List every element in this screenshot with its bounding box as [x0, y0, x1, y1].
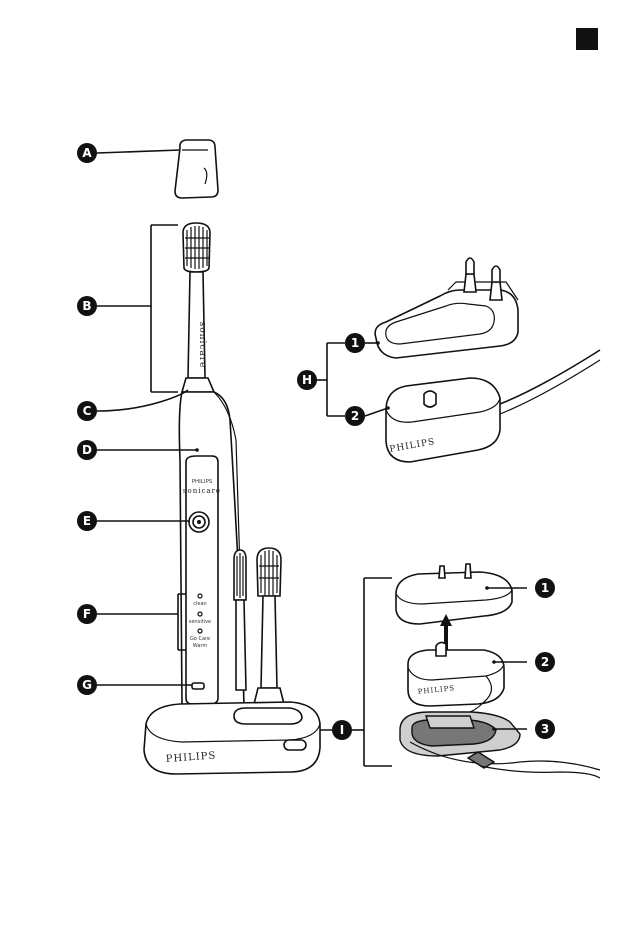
protective-cap [175, 140, 218, 198]
mode-care: Go Care [190, 636, 210, 642]
svg-text:2: 2 [541, 655, 549, 669]
corner-mark [576, 28, 598, 50]
callout-I-2: 2 [535, 652, 555, 672]
brush-head: sonicare [182, 223, 214, 392]
mode-clean: clean [193, 601, 206, 607]
callout-A: A [77, 143, 97, 163]
callout-I-3: 3 [535, 719, 555, 739]
svg-text:I: I [340, 723, 344, 737]
callout-I-1: 1 [535, 578, 555, 598]
charger-h: PHILIPS [386, 350, 600, 462]
svg-text:C: C [83, 404, 92, 418]
charger-unit: PHILIPS [408, 642, 504, 712]
charger-tray [400, 712, 600, 778]
mode-care-2: Warm [193, 643, 208, 649]
callout-H-1: 1 [345, 333, 365, 353]
handle-product: sonicare [183, 487, 221, 495]
svg-text:H: H [302, 373, 312, 387]
svg-text:3: 3 [541, 722, 549, 736]
callout-H-2: 2 [345, 406, 365, 426]
callout-H: H [297, 370, 317, 390]
svg-text:1: 1 [541, 581, 549, 595]
callout-E: E [77, 511, 97, 531]
mode-sensitive: sensitive [189, 619, 211, 625]
handle-brand: PHILIPS [192, 479, 213, 485]
svg-text:A: A [82, 146, 92, 160]
callout-I: I [332, 720, 352, 740]
svg-text:E: E [83, 514, 91, 528]
spare-brush-heads [234, 548, 284, 704]
brush-head-brand: sonicare [197, 322, 207, 369]
callout-D: D [77, 440, 97, 460]
charger-cover [396, 564, 512, 624]
svg-text:D: D [82, 443, 92, 457]
brush-head-holder [375, 258, 518, 358]
callout-F: F [77, 604, 97, 624]
callout-B: B [77, 296, 97, 316]
svg-text:2: 2 [351, 409, 359, 423]
svg-text:G: G [82, 678, 92, 692]
svg-text:F: F [83, 607, 91, 621]
svg-text:1: 1 [351, 336, 359, 350]
callout-C: C [77, 401, 97, 421]
charging-base: PHILIPS [144, 702, 320, 774]
callout-G: G [77, 675, 97, 695]
svg-text:B: B [82, 299, 91, 313]
